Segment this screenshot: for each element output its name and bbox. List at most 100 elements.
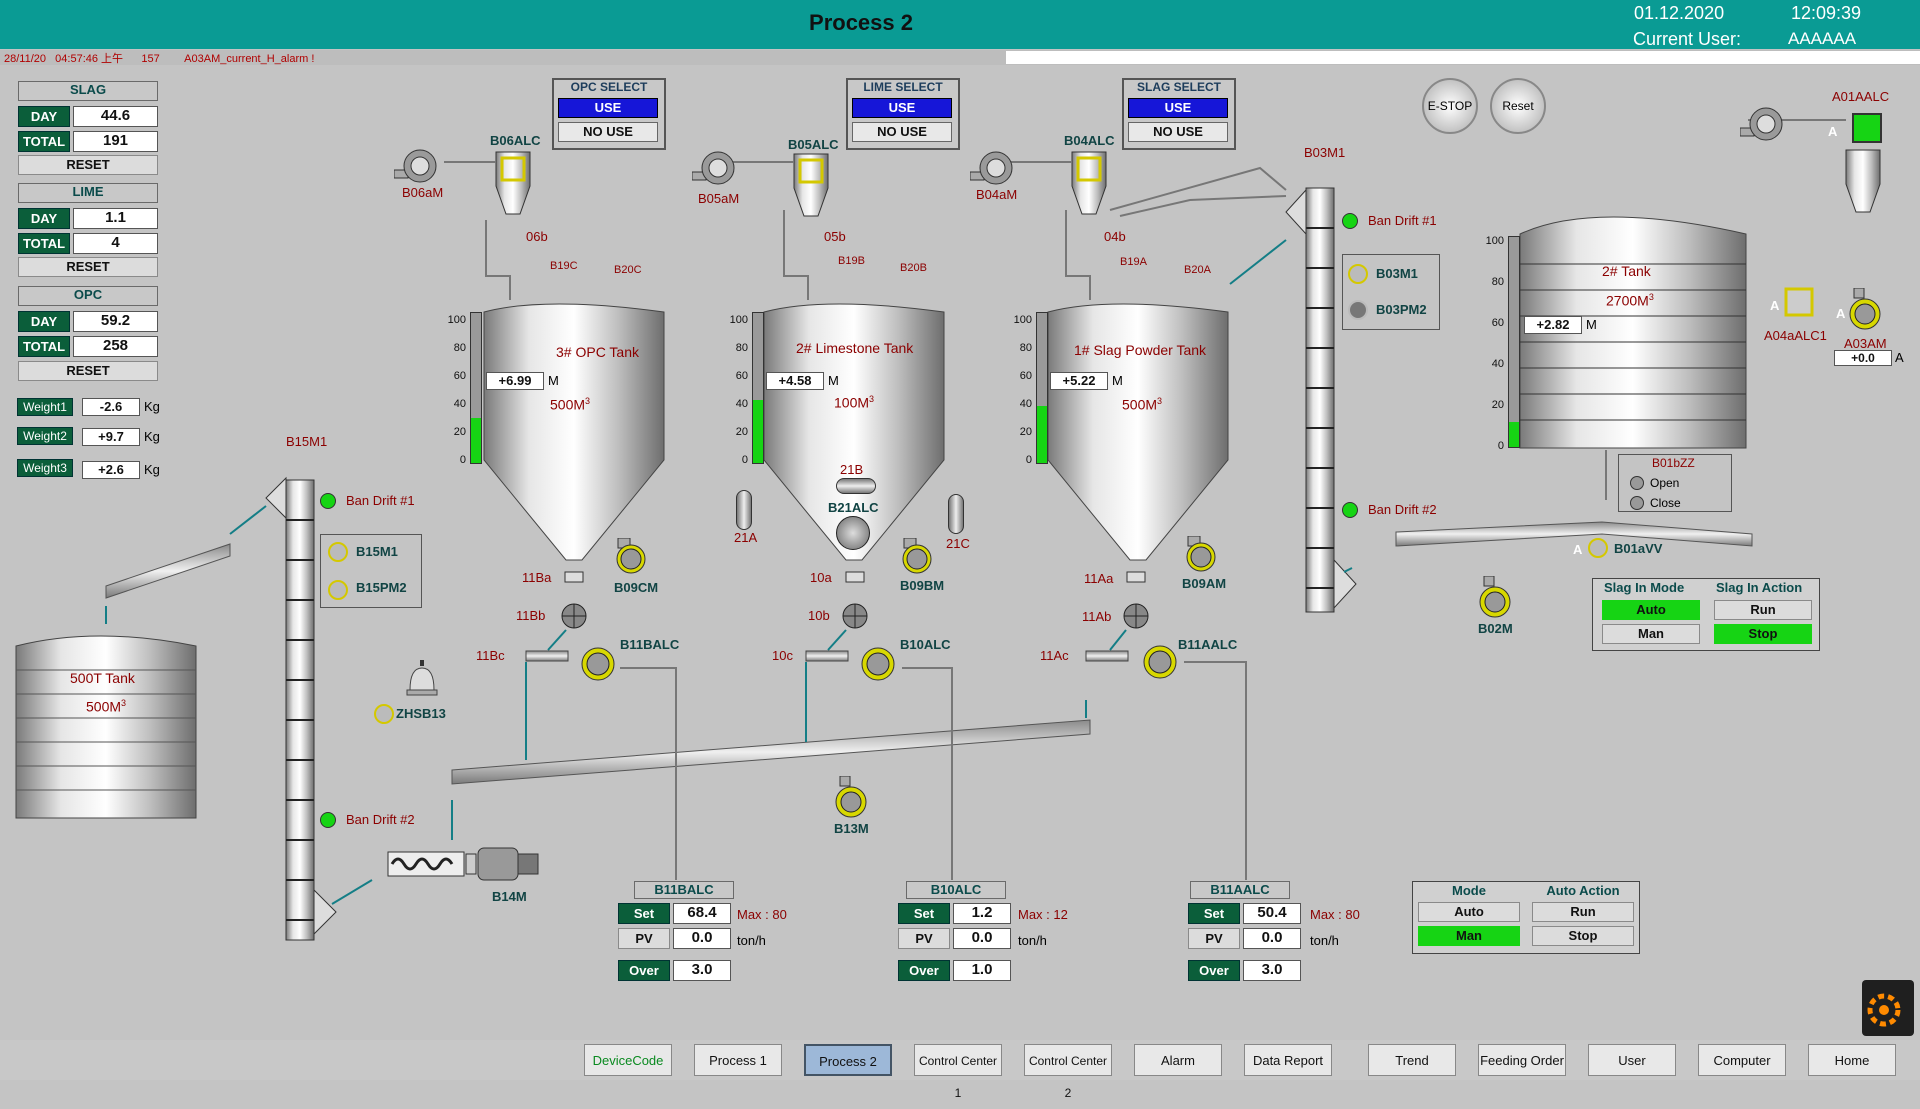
b11balc-title: B11BALC [634, 881, 734, 899]
a03am-unit: A [1895, 350, 1904, 365]
b03pm2-indicator[interactable] [1348, 300, 1368, 320]
nav-feeding-order[interactable]: Feeding Order [1478, 1044, 1566, 1076]
a01aalc-label: A01AALC [1832, 89, 1890, 104]
b11balc-set-label: Set [618, 903, 670, 924]
lime-use-button[interactable]: USE [852, 98, 952, 118]
tank-21c-icon[interactable] [948, 494, 964, 534]
nav-user[interactable]: User [1588, 1044, 1676, 1076]
opc-use-button[interactable]: USE [558, 98, 658, 118]
mode-auto-button[interactable]: Auto [1418, 902, 1520, 922]
b11balc-pv-value: 0.0 [673, 928, 731, 949]
screw-motor-icon[interactable] [374, 846, 544, 882]
nav-trend[interactable]: Trend [1368, 1044, 1456, 1076]
tank-21b-icon[interactable] [836, 478, 876, 494]
b03-drift2-indicator [1342, 502, 1358, 518]
pump-icon[interactable] [578, 646, 618, 682]
zhsb13-indicator[interactable] [374, 704, 394, 724]
slag-auto-button[interactable]: Auto [1602, 600, 1700, 620]
nav-computer[interactable]: Computer [1698, 1044, 1786, 1076]
nav-control-center-2[interactable]: Control Center 2 [1024, 1044, 1112, 1100]
alarm-message[interactable]: 28/11/20 04:57:46 上午 157 A03AM_current_H… [4, 53, 315, 65]
slag-total-value: 191 [73, 131, 158, 152]
opc-reset-button[interactable]: RESET [18, 361, 158, 381]
slag-nouse-button[interactable]: NO USE [1128, 122, 1228, 142]
b01bzz-close-indicator[interactable] [1630, 496, 1644, 510]
b11balc-over-value[interactable]: 3.0 [673, 960, 731, 981]
scale-tick: 40 [735, 398, 748, 410]
page-title: Process 2 [809, 10, 913, 35]
scale-tick: 80 [735, 342, 748, 354]
scale-tick: 20 [453, 426, 466, 438]
scale-tick: 60 [735, 370, 748, 382]
b15m1-indicator[interactable] [328, 542, 348, 562]
b15m1-title: B15M1 [286, 434, 328, 449]
b11aalc-set-value[interactable]: 50.4 [1243, 903, 1301, 924]
b11balc-set-value[interactable]: 68.4 [673, 903, 731, 924]
opc-total-value: 258 [73, 336, 158, 357]
nav-devicecode[interactable]: DeviceCode [584, 1044, 672, 1076]
blower-icon[interactable] [614, 537, 648, 574]
b03m1-indicator[interactable] [1348, 264, 1368, 284]
fan-icon[interactable] [394, 148, 440, 184]
nav-control-center-1[interactable]: Control Center 1 [914, 1044, 1002, 1100]
b11balc-over-label: Over [618, 960, 670, 981]
tank-21a-icon[interactable] [736, 490, 752, 530]
blower-icon[interactable] [900, 537, 934, 574]
mode-stop-button[interactable]: Stop [1532, 926, 1634, 946]
slag-stop-button[interactable]: Stop [1714, 624, 1812, 644]
b01avv-indicator[interactable] [1588, 538, 1608, 558]
slag-use-button[interactable]: USE [1128, 98, 1228, 118]
b11aalc-over-value[interactable]: 3.0 [1243, 960, 1301, 981]
b02m-icon[interactable] [1478, 575, 1512, 618]
lime-reset-button[interactable]: RESET [18, 257, 158, 277]
scale-tick: 100 [1485, 235, 1504, 247]
b09cm-label: B09CM [614, 580, 659, 595]
opc-nouse-button[interactable]: NO USE [558, 122, 658, 142]
a04-mode-a: A [1770, 298, 1780, 313]
b13m-icon[interactable] [834, 775, 868, 818]
fan-icon[interactable] [692, 150, 738, 186]
pump-icon[interactable] [858, 646, 898, 682]
b10alc-set-value[interactable]: 1.2 [953, 903, 1011, 924]
slag-reset-button[interactable]: RESET [18, 155, 158, 175]
b15-drift1-indicator [320, 493, 336, 509]
mode-title: Mode [1452, 883, 1486, 898]
weight2-label: Weight2 [17, 427, 73, 445]
lime-nouse-button[interactable]: NO USE [852, 122, 952, 142]
b01bzz-open-label: Open [1650, 476, 1680, 490]
reset-button[interactable]: Reset [1490, 78, 1546, 134]
gear-icon[interactable] [1862, 980, 1914, 1036]
a01-mode-a: A [1828, 124, 1838, 139]
b20b-label: B20B [900, 262, 927, 274]
mode-run-button[interactable]: Run [1532, 902, 1634, 922]
b15pm2-indicator[interactable] [328, 580, 348, 600]
nav-alarm[interactable]: Alarm [1134, 1044, 1222, 1076]
nav-process-2[interactable]: Process 2 [804, 1044, 892, 1076]
nav-process-1[interactable]: Process 1 [694, 1044, 782, 1076]
b09am-label: B09AM [1182, 576, 1227, 591]
mode-man-button[interactable]: Man [1418, 926, 1520, 946]
a03am-icon[interactable] [1848, 287, 1882, 330]
opc-level-bar [470, 312, 482, 464]
estop-button[interactable]: E-STOP [1422, 78, 1478, 134]
b10alc-over-value[interactable]: 1.0 [953, 960, 1011, 981]
scale-tick: 40 [1019, 398, 1032, 410]
lime-level-value: +4.58 [766, 372, 824, 390]
slag-tank-name: 1# Slag Powder Tank [1074, 342, 1207, 358]
a03-mode-a: A [1836, 306, 1846, 321]
b21alc-label: B21ALC [828, 500, 879, 515]
slag-run-button[interactable]: Run [1714, 600, 1812, 620]
blower-icon[interactable] [1184, 535, 1218, 572]
fan-icon[interactable] [1740, 106, 1786, 142]
lime-select-title: LIME SELECT [863, 80, 943, 94]
scale-tick: 0 [1025, 454, 1032, 466]
b10alc-title: B10ALC [906, 881, 1006, 899]
slag-man-button[interactable]: Man [1602, 624, 1700, 644]
b01avv-mode-a: A [1573, 542, 1583, 557]
b21alc-valve-icon[interactable] [836, 516, 870, 550]
pump-icon[interactable] [1140, 644, 1180, 680]
fan-icon[interactable] [970, 150, 1016, 186]
nav-home[interactable]: Home [1808, 1044, 1896, 1076]
nav-data-report[interactable]: Data Report [1244, 1044, 1332, 1076]
b01bzz-open-indicator[interactable] [1630, 476, 1644, 490]
